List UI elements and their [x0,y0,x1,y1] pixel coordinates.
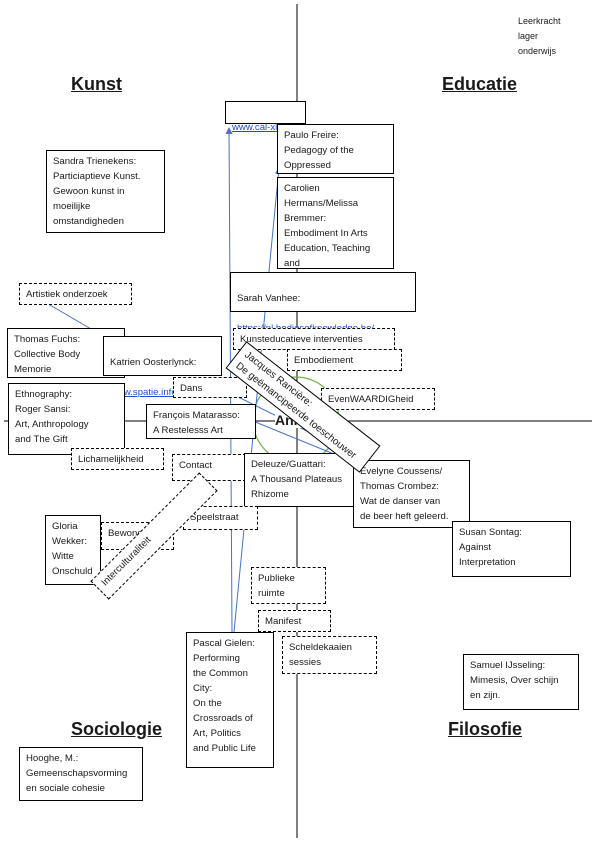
deleuze-box: Deleuze/Guattari: A Thousand Plateaus Rh… [244,453,354,507]
lichamelijkheid-box: Lichamelijkheid [71,448,164,470]
embodiement-box: Embodiement [287,349,402,371]
freire-box: Paulo Freire: Pedagogy of the Oppressed [277,124,394,174]
arrow-gielen-freire [233,167,282,633]
evenwaardig-box: EvenWAARDIGheid [321,388,435,410]
artistiek-box: Artistiek onderzoek [19,283,132,305]
calxl-link[interactable]: www.cal-xl.nl [232,122,288,133]
gielen-box: Pascal Gielen: Performing the Common Cit… [186,632,274,768]
trienekens-box: Sandra Trienekens: Particiaptieve Kunst.… [46,150,165,233]
ijsseling-box: Samuel IJsseling: Mimesis, Over schijn e… [463,654,579,710]
manifest-box: Manifest [258,610,331,632]
vanhee-box: Sarah Vanhee: https://nl.bodiesofknowled… [230,272,416,334]
sontag-box: Susan Sontag: Against Interpretation [452,521,571,577]
matarasso-box: François Matarasso: A Restelesss Art [146,404,256,439]
oosterlynck-box: Katrien Oosterlynck: www.spatie.info [103,336,222,398]
oosterlynck-link[interactable]: www.spatie.info [110,387,177,398]
contact-box: Contact [172,454,246,481]
kunsteducatieve-box: Kunsteducatieve interventies [233,328,395,350]
quadrant-sociologie: Sociologie [71,719,163,739]
corner-note: Leerkracht lager onderwijs [518,16,561,56]
hooghe-box: Hooghe, M.: Gemeenschapsvorming en socia… [19,747,143,801]
quadrant-educatie: Educatie [442,74,518,94]
dans-box: Dans [173,377,247,398]
scheldekaaien-box: Scheldekaaien sessies [282,636,377,674]
vanhee-name: Sarah Vanhee: [237,293,301,304]
publieke-box: Publieke ruimte [251,567,326,604]
hermans-box: Carolien Hermans/Melissa Bremmer: Embodi… [277,177,394,314]
quadrant-filosofie: Filosofie [448,719,523,739]
ethnography-box: Ethnography: Roger Sansi: Art, Anthropol… [8,383,125,455]
quadrant-kunst: Kunst [71,74,122,94]
wekker-box: Gloria Wekker: Witte Onschuld [45,515,101,585]
oosterlynck-name: Katrien Oosterlynck: [110,357,197,368]
calxl-box: www.cal-xl.nl [225,101,306,133]
coussens-box: Evelyne Coussens/ Thomas Crombez: Wat de… [353,460,470,528]
